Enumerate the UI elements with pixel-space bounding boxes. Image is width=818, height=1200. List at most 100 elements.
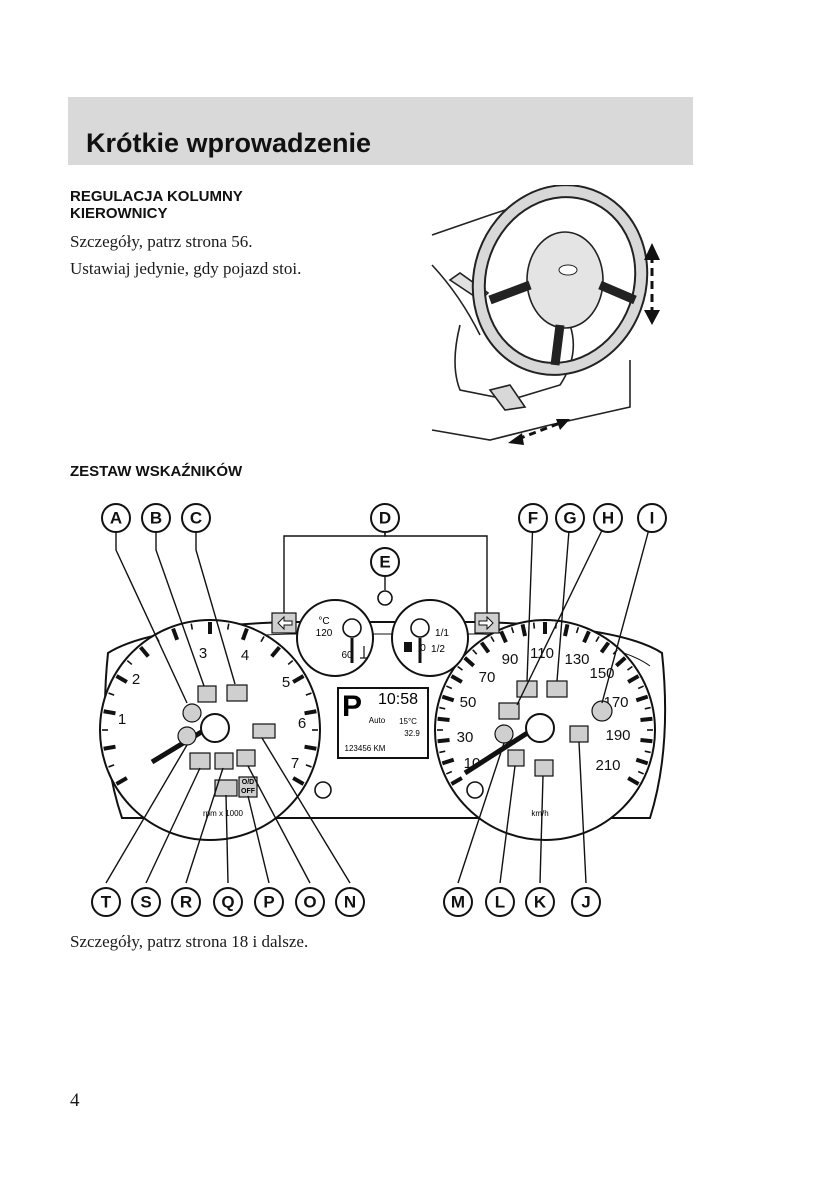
fuel-pump-icon	[404, 642, 412, 652]
airbag-icon	[226, 684, 248, 702]
fore-aft-arrow-icon	[508, 419, 570, 445]
callout-m: M	[443, 887, 473, 917]
tach-number-4: 4	[241, 647, 249, 664]
callout-g-label: G	[563, 508, 576, 527]
speed-tick	[599, 641, 611, 654]
steering-column-heading-line2: KIEROWNICY	[70, 205, 168, 222]
tach-tick	[304, 744, 317, 751]
abs-icon	[177, 726, 197, 746]
speed-number-130: 130	[564, 651, 589, 668]
header-band: Krótkie wprowadzenie	[68, 97, 693, 165]
tach-number-5: 5	[282, 674, 290, 691]
speed-tick	[595, 636, 600, 643]
callout-e-label: E	[379, 552, 390, 571]
callout-d: D	[370, 503, 400, 533]
clock: 10:58	[378, 691, 418, 708]
tach-tick	[292, 674, 305, 684]
callout-n-label: N	[344, 892, 356, 911]
speed-number-30: 30	[457, 729, 474, 746]
speed-tick	[640, 716, 653, 722]
tachometer-needle	[150, 725, 210, 765]
fuel-gauge: 1/1 1/2 0	[391, 599, 469, 677]
speedometer-warning-icons	[494, 680, 613, 777]
steering-spokes	[488, 280, 637, 366]
floor-outline	[431, 360, 631, 441]
callouts-top: A B C D E F G H I	[101, 503, 667, 577]
callout-p-label: P	[263, 892, 274, 911]
tach-tick	[126, 659, 133, 666]
lcd-display: P 10:58 Auto 15°C 32.9 123456 KM	[337, 687, 429, 759]
engine-check-icon	[189, 752, 211, 770]
speed-tick	[446, 685, 453, 690]
fuel-gauge-hub	[410, 618, 430, 638]
tach-tick	[287, 659, 294, 666]
speedometer-ticks	[437, 622, 653, 786]
speed-tick	[627, 674, 640, 684]
speed-tick	[532, 622, 536, 629]
speed-tick	[563, 623, 570, 637]
tachometer-warning-icons: O/D OFF	[177, 684, 276, 798]
tach-tick	[108, 764, 115, 768]
speed-tick	[441, 757, 455, 766]
callout-c: C	[181, 503, 211, 533]
callout-t: T	[91, 887, 121, 917]
tach-tick	[292, 776, 305, 786]
callout-l-label: L	[495, 892, 505, 911]
tach-tick	[171, 627, 180, 641]
callout-r-label: R	[180, 892, 192, 911]
door-open-icon	[569, 725, 589, 743]
callout-o-label: O	[303, 892, 316, 911]
tachometer-ticks	[102, 622, 318, 786]
callout-h: H	[593, 503, 623, 533]
speed-tick	[520, 623, 527, 637]
tach-tick	[108, 692, 115, 696]
tach-number-3: 3	[199, 645, 207, 662]
trip-value: 32.9	[404, 729, 420, 738]
frost-warning-icon	[591, 700, 613, 722]
speed-number-150: 150	[589, 665, 614, 682]
leader-lines	[105, 517, 653, 884]
tach-tick	[190, 623, 194, 630]
speed-tick	[437, 716, 450, 722]
callout-q-label: Q	[221, 892, 234, 911]
tach-tick	[103, 744, 116, 751]
od-off-label-line1: O/D	[242, 779, 254, 786]
callout-j: J	[571, 887, 601, 917]
speed-tick	[446, 770, 453, 775]
callout-t-label: T	[101, 892, 112, 911]
front-fog-lamp-icon	[214, 752, 234, 770]
fuel-empty: 0	[420, 643, 426, 654]
speed-tick	[635, 694, 649, 703]
tach-tick	[305, 692, 312, 696]
page-number: 4	[70, 1090, 80, 1111]
callout-f-label: F	[528, 508, 538, 527]
callout-e: E	[370, 547, 400, 577]
callout-a: A	[101, 503, 131, 533]
callout-g: G	[555, 503, 585, 533]
callout-b-label: B	[150, 508, 162, 527]
page-title: Krótkie wprowadzenie	[86, 128, 372, 158]
temp-low: 60	[341, 650, 353, 661]
tach-number-6: 6	[298, 715, 306, 732]
battery-icon	[498, 702, 520, 720]
speed-tick	[582, 630, 591, 644]
temperature-gauge: °C 120 60	[296, 599, 374, 677]
speed-number-210: 210	[595, 757, 620, 774]
callout-b: B	[141, 503, 171, 533]
speed-tick	[479, 641, 491, 654]
callout-r: R	[171, 887, 201, 917]
speedometer-unit: km/h	[531, 809, 548, 818]
trip-reset-button	[314, 781, 332, 799]
callout-s: S	[131, 887, 161, 917]
steering-column-illustration	[431, 185, 660, 445]
od-off-label-line2: OFF	[241, 788, 256, 795]
steering-details-text: Szczegóły, patrz strona 56.	[70, 232, 253, 251]
seatbelt-icon	[197, 685, 217, 703]
callout-j-label: J	[581, 892, 590, 911]
callouts-bottom: T S R Q P O N M L K J	[91, 887, 601, 917]
tach-number-2: 2	[132, 671, 140, 688]
temp-unit: °C	[318, 616, 329, 627]
speed-tick	[439, 706, 446, 710]
dimmer-button	[466, 781, 484, 799]
gear-indicator: P	[342, 690, 362, 723]
